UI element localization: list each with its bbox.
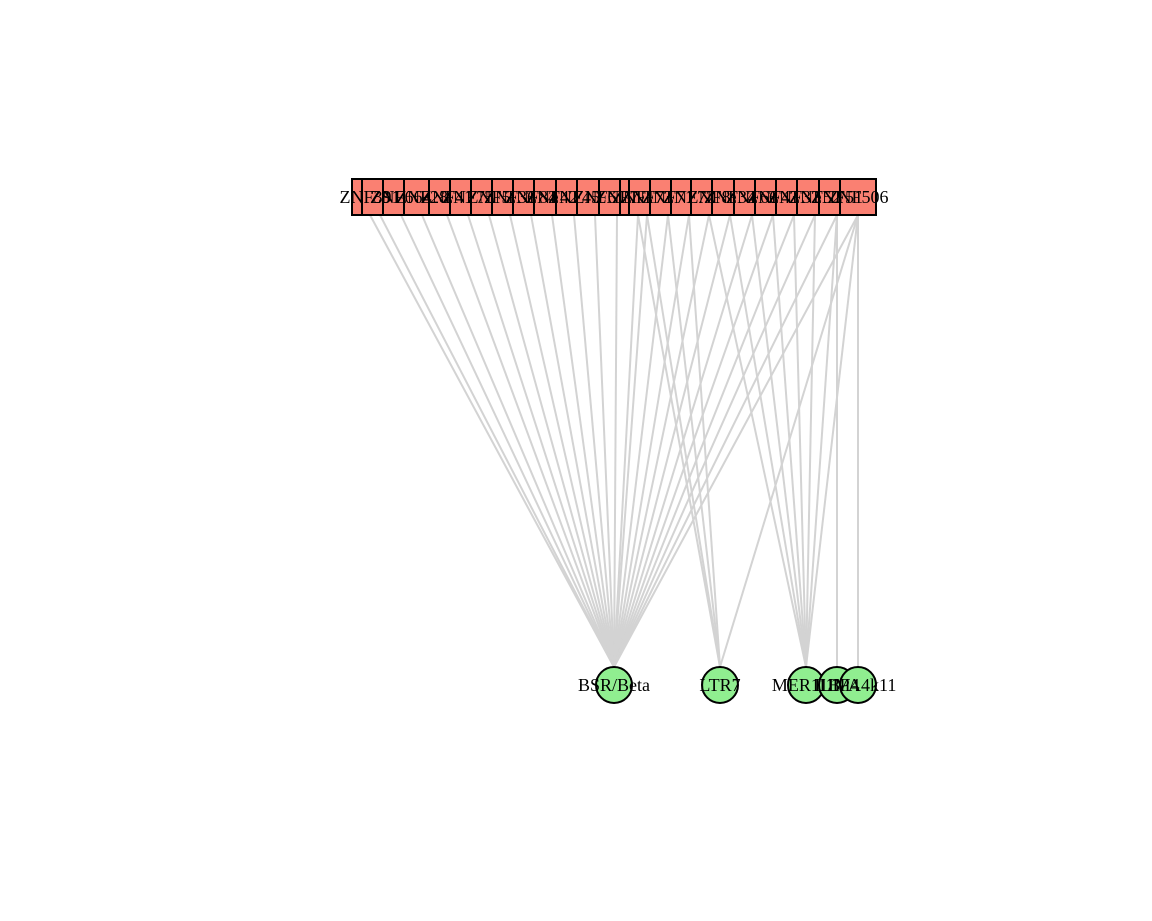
tf-node-label: ZNF66 xyxy=(726,187,778,207)
te-node-label: L1M4 xyxy=(815,675,860,695)
te-node-label: LTR7 xyxy=(699,675,740,695)
tf-node-label: ZNF41 xyxy=(421,187,473,207)
tf-node-label: ZNF51 xyxy=(811,187,863,207)
edge xyxy=(369,214,615,668)
edge xyxy=(446,214,615,668)
tf-node-label: ZNF45 xyxy=(548,187,600,207)
tf-node-label: ZNF391 xyxy=(339,187,400,207)
tf-node-layer: ZNF391Z3ZNF664ZNF28ZNF41ZNF75ZNF5ZNF36ZN… xyxy=(339,178,889,216)
edge xyxy=(772,214,807,668)
tf-node-label: ZNF7 xyxy=(595,187,638,207)
tf-node-label: ZNF84 xyxy=(505,187,557,207)
tf-node-label: ZNF32 xyxy=(768,187,820,207)
tf-node-label: ZNF71 xyxy=(642,187,694,207)
edge xyxy=(379,214,615,668)
edge xyxy=(646,214,721,668)
tf-node-label: ZNF43 xyxy=(747,187,799,207)
edge xyxy=(530,214,615,668)
edge xyxy=(594,214,615,668)
edge xyxy=(688,214,721,668)
tf-node-label: ZNF75 xyxy=(442,187,494,207)
te-node-label: L1PA4k11 xyxy=(820,675,897,695)
edge xyxy=(421,214,615,668)
te-node-label: BSR/Beta xyxy=(578,675,650,695)
tf-node-box xyxy=(839,178,877,216)
edge xyxy=(805,214,859,668)
tf-node-label: ZNF28 xyxy=(396,187,448,207)
tf-node-label: Z3 xyxy=(370,187,390,207)
te-node xyxy=(839,666,877,704)
edge xyxy=(751,214,807,668)
edge xyxy=(613,214,639,668)
edge xyxy=(613,214,859,668)
edge xyxy=(467,214,615,668)
tf-node-label: ZNF8 xyxy=(687,187,730,207)
tf-node-label: ZNF73 xyxy=(621,187,673,207)
edge xyxy=(613,214,731,668)
edge xyxy=(805,214,816,668)
tf-node-label: ZNF664 xyxy=(370,187,431,207)
tf-node-label: ZNF36 xyxy=(484,187,536,207)
edge xyxy=(488,214,615,668)
te-node-label: MER11B xyxy=(772,675,840,695)
tf-node-label: ZNF17 xyxy=(612,187,664,207)
edge xyxy=(729,214,807,668)
tf-node xyxy=(839,178,877,216)
edge xyxy=(805,214,838,668)
tf-node-label: ZNF34 xyxy=(704,187,756,207)
edge xyxy=(551,214,615,668)
edge xyxy=(613,214,816,668)
edge-layer xyxy=(369,214,859,668)
tf-node-label: ZNF5 xyxy=(467,187,510,207)
edge xyxy=(400,214,615,668)
edge xyxy=(708,214,807,668)
edge xyxy=(793,214,807,668)
tf-node-label: ZNF6 xyxy=(573,187,616,207)
edge xyxy=(637,214,721,668)
tf-node-label: ZNF506 xyxy=(827,187,888,207)
edge xyxy=(667,214,721,668)
te-node xyxy=(701,666,739,704)
edge xyxy=(573,214,615,668)
edge xyxy=(509,214,615,668)
tf-node-label: ZNF52 xyxy=(789,187,841,207)
edge xyxy=(613,214,838,668)
tf-node-label: ZNF77 xyxy=(663,187,715,207)
edge xyxy=(613,214,648,668)
tf-node-label: ZNF42 xyxy=(526,187,578,207)
te-node xyxy=(595,666,633,704)
edge xyxy=(613,214,618,668)
